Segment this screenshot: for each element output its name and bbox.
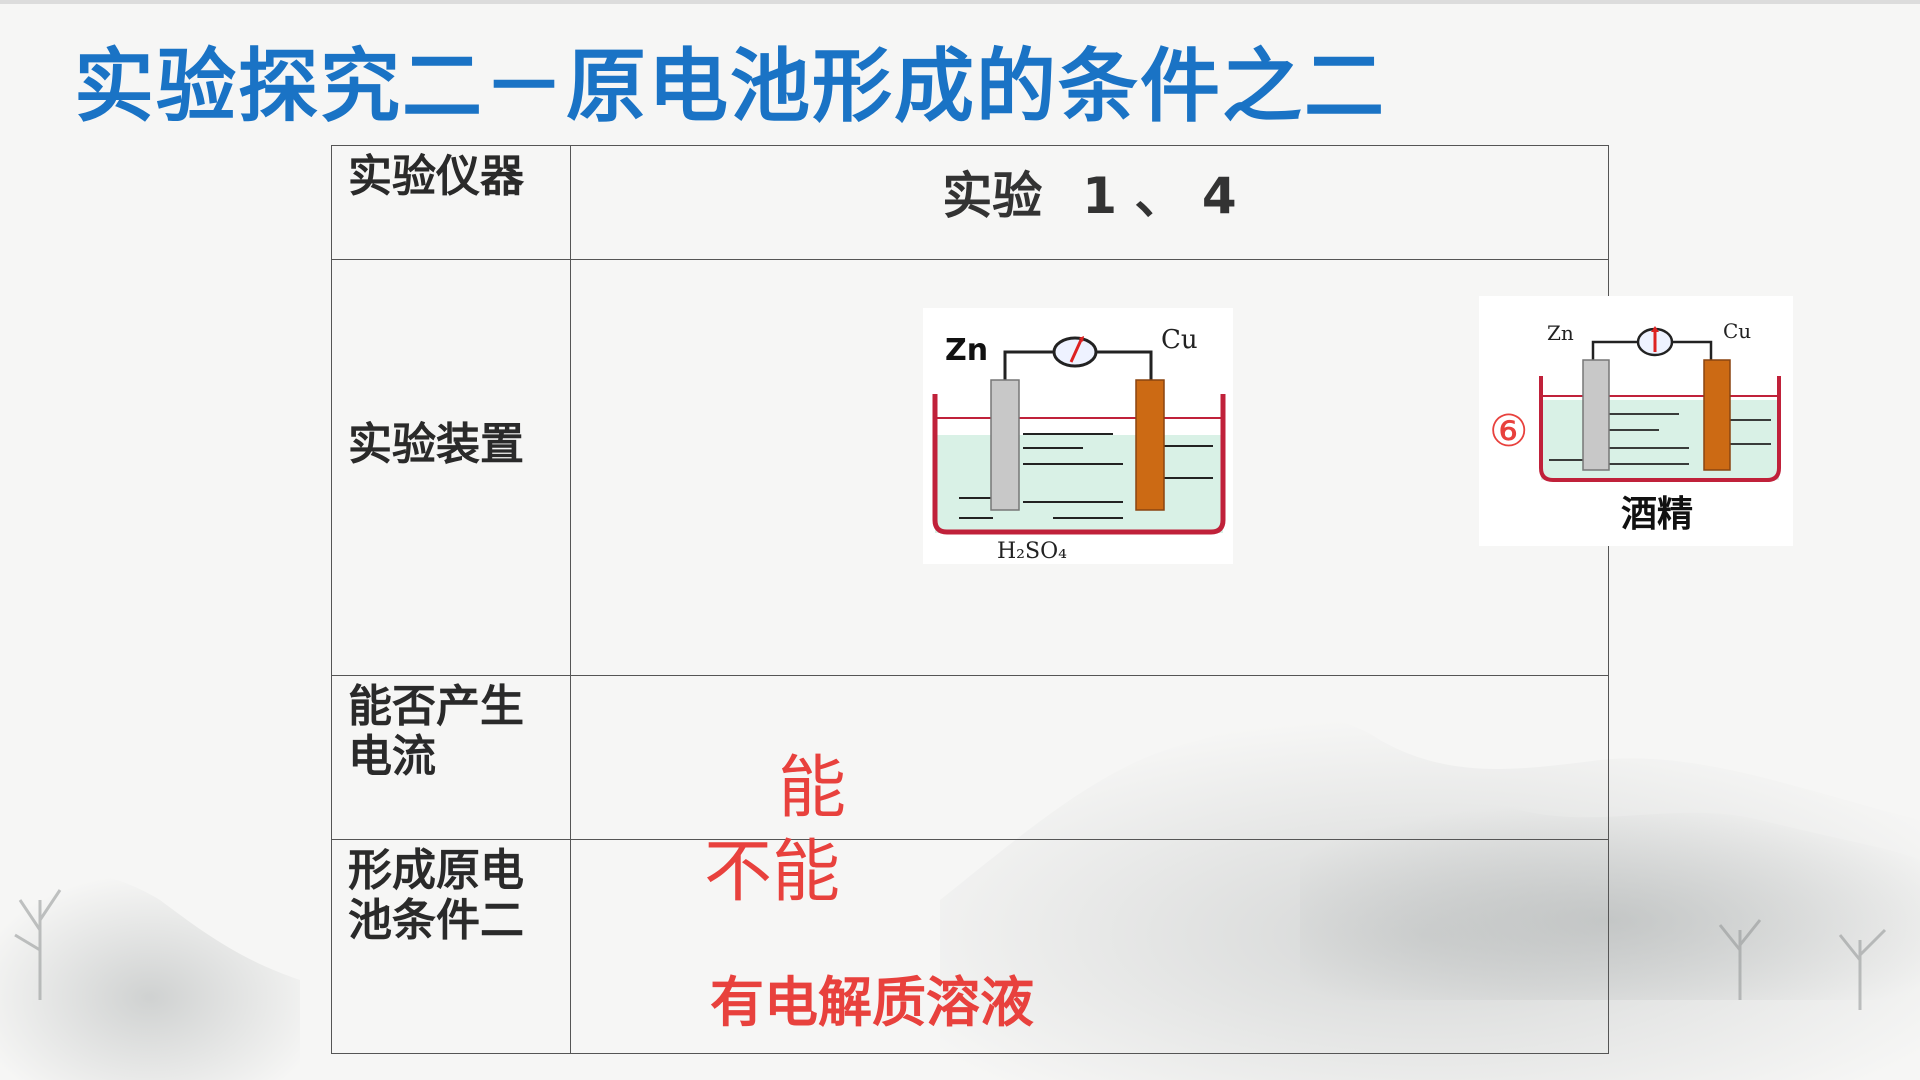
- galvanometer-icon: [1636, 326, 1674, 357]
- liquid-strokes: [959, 433, 1213, 519]
- header-label: 实验仪器: [348, 151, 524, 202]
- answer-electrolyte: 有电解质溶液: [710, 971, 1034, 1034]
- apparatus-label-cell: 实验装置: [331, 259, 571, 676]
- wire: [1003, 350, 1153, 380]
- apparatus-cell: Zn Cu: [570, 259, 1793, 676]
- table-row: 能否产生 电流: [331, 675, 1609, 840]
- zinc-electrode: [990, 379, 1020, 511]
- apparatus-alcohol-diagram: Zn Cu: [1479, 296, 1793, 546]
- tree-icon: [14, 889, 1887, 1010]
- current-label-cell: 能否产生 电流: [331, 675, 571, 840]
- zinc-electrode: [1582, 359, 1610, 471]
- cu-label: Cu: [1723, 319, 1751, 343]
- liquid-strokes: [1549, 413, 1771, 465]
- header-exp-cell: 实验 1 、 4: [570, 145, 1609, 260]
- page-title: 实验探究二－原电池形成的条件之二: [74, 40, 1386, 133]
- copper-electrode: [1135, 379, 1165, 511]
- table-row: 实验装置 Zn Cu: [331, 259, 1793, 676]
- table-row: 形成原电 池条件二: [331, 839, 1609, 1054]
- beaker: [1539, 376, 1781, 482]
- current-question-label: 能否产生 电流: [332, 676, 570, 782]
- condition-answer-cell: [570, 839, 1609, 1054]
- experiment-marker: ⑥: [1489, 406, 1528, 457]
- h2so4-label: H₂SO₄: [997, 539, 1067, 564]
- current-question-line1: 能否产生: [348, 681, 524, 732]
- copper-electrode: [1703, 359, 1731, 471]
- zn-label: Zn: [945, 333, 988, 368]
- apparatus-h2so4-diagram: Zn Cu: [923, 308, 1233, 564]
- answer-can: 能: [778, 749, 847, 828]
- condition-label-line1: 形成原电: [348, 845, 524, 896]
- experiment-word: 实验: [942, 167, 1043, 225]
- current-answer-cell: [570, 675, 1609, 840]
- zn-label: Zn: [1547, 321, 1574, 345]
- galvanometer-icon: [1052, 336, 1098, 368]
- experiment-table: 实验仪器 实验 1 、 4 实验装置 Zn Cu: [331, 145, 1793, 1054]
- wire: [1591, 340, 1713, 360]
- condition-label-cell: 形成原电 池条件二: [331, 839, 571, 1054]
- beaker: [932, 394, 1226, 535]
- answer-cannot: 不能: [704, 833, 841, 912]
- condition-label: 形成原电 池条件二: [332, 840, 570, 946]
- alcohol-label: 酒精: [1621, 493, 1693, 535]
- liquid: [1541, 400, 1779, 480]
- header-label-cell: 实验仪器: [331, 145, 571, 260]
- current-question-line2: 电流: [348, 731, 436, 782]
- cu-label: Cu: [1161, 325, 1198, 355]
- condition-label-line2: 池条件二: [348, 895, 524, 946]
- experiment-numbers: 1 、 4: [1082, 167, 1237, 225]
- apparatus-label: 实验装置: [348, 419, 524, 470]
- table-row: 实验仪器 实验 1 、 4: [331, 145, 1609, 260]
- experiment-heading: 实验 1 、 4: [571, 146, 1608, 228]
- liquid: [935, 435, 1223, 533]
